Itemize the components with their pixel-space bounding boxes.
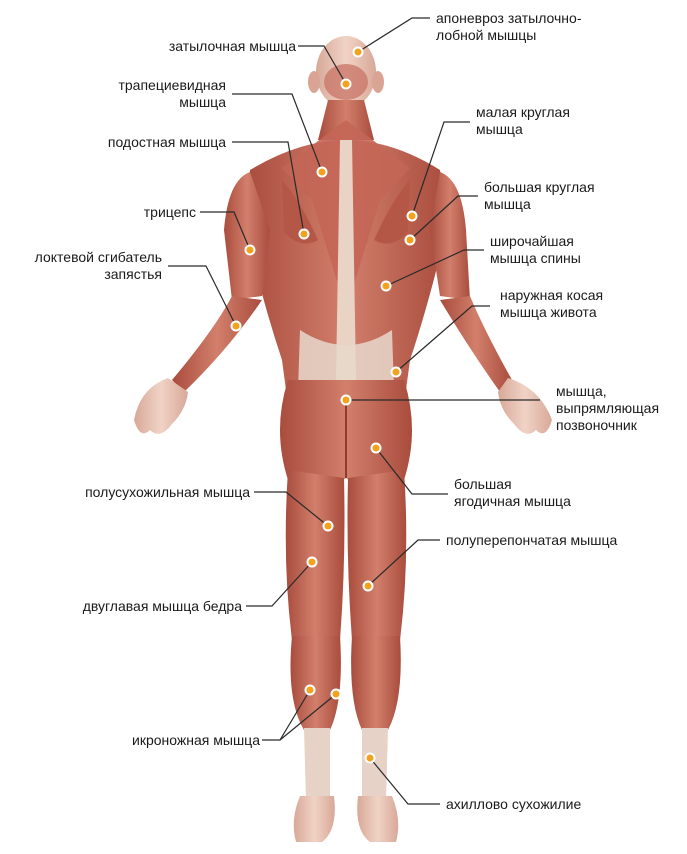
- label-erector-line3: позвоночник: [556, 417, 659, 434]
- label-erector: мышца, выпрямляющая позвоночник: [556, 383, 659, 434]
- label-trapezius: трапециевидная мышца: [118, 77, 226, 111]
- label-aponeurosis-line2: лобной мышцы: [436, 27, 581, 44]
- label-occipital: затылочная мышца: [169, 38, 296, 55]
- label-latissimus-line2: мышца спины: [490, 250, 581, 267]
- marker-flexor-ulnaris: [232, 322, 241, 331]
- right-foot: [357, 796, 398, 842]
- marker-external-oblique: [392, 368, 401, 377]
- label-latissimus: широчайшая мышца спины: [490, 233, 581, 267]
- label-triceps-text: трицепс: [144, 204, 196, 221]
- label-teres-major: большая круглая мышца: [484, 179, 595, 213]
- label-semimembranosus: полуперепончатая мышца: [446, 532, 617, 549]
- label-flexor-ulnaris-line2: запястья: [35, 266, 162, 283]
- marker-infraspinatus: [300, 230, 309, 239]
- label-infraspinatus: подостная мышца: [108, 134, 226, 151]
- label-gluteus: большая ягодичная мышца: [454, 476, 571, 510]
- marker-teres-major: [406, 236, 415, 245]
- label-aponeurosis-line1: апоневроз затылочно-: [436, 10, 581, 27]
- marker-erector: [342, 396, 351, 405]
- marker-gastrocnemius-1: [306, 686, 315, 695]
- label-flexor-ulnaris-line1: локтевой сгибатель: [35, 249, 162, 266]
- label-triceps: трицепс: [144, 204, 196, 221]
- right-calf: [351, 636, 401, 730]
- label-external-oblique: наружная косая мышца живота: [500, 287, 603, 321]
- marker-latissimus: [382, 282, 391, 291]
- marker-occipital: [342, 80, 351, 89]
- label-external-oblique-line1: наружная косая: [500, 287, 603, 304]
- marker-achilles: [366, 754, 375, 763]
- left-forearm: [172, 296, 262, 392]
- left-shin: [304, 728, 330, 800]
- label-biceps-femoris-text: двуглавая мышца бедра: [83, 598, 242, 615]
- label-trapezius-line2: мышца: [118, 94, 226, 111]
- label-aponeurosis: апоневроз затылочно- лобной мышцы: [436, 10, 581, 44]
- label-occipital-text: затылочная мышца: [169, 38, 296, 55]
- label-gastrocnemius: икроножная мышца: [132, 732, 260, 749]
- marker-semimembranosus: [364, 582, 373, 591]
- right-thigh: [348, 470, 407, 640]
- label-gastrocnemius-text: икроножная мышца: [132, 732, 260, 749]
- left-foot: [294, 796, 335, 842]
- marker-biceps-femoris: [308, 558, 317, 567]
- marker-gluteus: [372, 444, 381, 453]
- label-teres-minor: малая круглая мышца: [476, 104, 570, 138]
- left-thigh: [286, 470, 345, 640]
- marker-triceps: [246, 246, 255, 255]
- label-trapezius-line1: трапециевидная: [118, 77, 226, 94]
- right-hand: [498, 378, 552, 434]
- marker-teres-minor: [408, 212, 417, 221]
- label-flexor-ulnaris: локтевой сгибатель запястья: [35, 249, 162, 283]
- label-teres-major-line2: мышца: [484, 196, 595, 213]
- label-teres-major-line1: большая круглая: [484, 179, 595, 196]
- label-achilles-text: ахиллово сухожилие: [446, 796, 581, 813]
- marker-trapezius: [318, 168, 327, 177]
- marker-aponeurosis: [354, 48, 363, 57]
- label-gluteus-line2: ягодичная мышца: [454, 493, 571, 510]
- label-semimembranosus-text: полуперепончатая мышца: [446, 532, 617, 549]
- label-biceps-femoris: двуглавая мышца бедра: [83, 598, 242, 615]
- label-latissimus-line1: широчайшая: [490, 233, 581, 250]
- left-calf: [291, 636, 341, 730]
- label-erector-line1: мышца,: [556, 383, 659, 400]
- marker-gastrocnemius-2: [332, 690, 341, 699]
- label-semitendinosus-text: полусухожильная мышца: [85, 484, 250, 501]
- label-gluteus-line1: большая: [454, 476, 571, 493]
- label-semitendinosus: полусухожильная мышца: [85, 484, 250, 501]
- marker-semitendinosus: [324, 522, 333, 531]
- label-erector-line2: выпрямляющая: [556, 400, 659, 417]
- label-teres-minor-line2: мышца: [476, 121, 570, 138]
- left-hand: [134, 378, 188, 434]
- label-external-oblique-line2: мышца живота: [500, 304, 603, 321]
- label-achilles: ахиллово сухожилие: [446, 796, 581, 813]
- label-teres-minor-line1: малая круглая: [476, 104, 570, 121]
- label-infraspinatus-text: подостная мышца: [108, 134, 226, 151]
